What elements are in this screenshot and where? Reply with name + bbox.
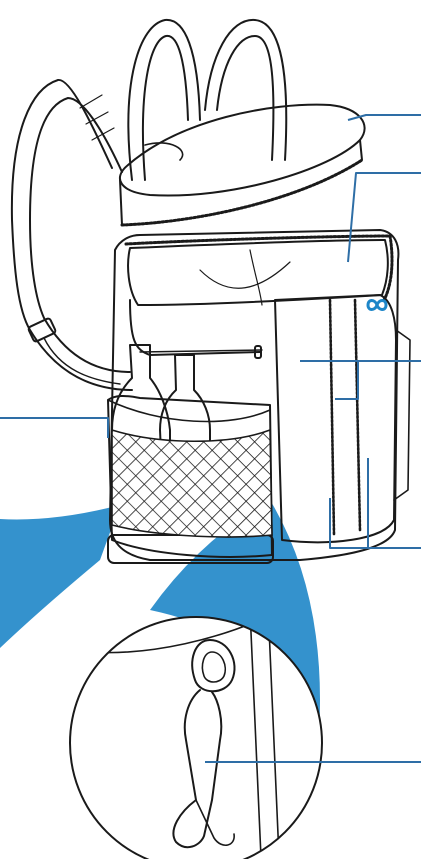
mesh-pocket [111, 428, 273, 538]
callout-line-mesh-pocket [0, 417, 109, 438]
lid-zipper [120, 158, 364, 227]
back-strap-left-inner [142, 34, 189, 181]
front-zip-pull [254, 345, 262, 359]
mesh-detail-beam [0, 505, 120, 648]
side-mesh-right [393, 329, 411, 501]
inset-hook-gate [195, 799, 235, 846]
callout-line-main-compartment [347, 172, 421, 263]
callout-line-lid [347, 114, 421, 121]
front-zip-line [139, 349, 263, 353]
inset-hook-body [172, 689, 223, 849]
strap-webbing [43, 337, 121, 385]
lid-side [119, 139, 363, 226]
opening-zipper-right [382, 234, 394, 302]
mesh-pocket-outline [107, 394, 273, 558]
inset-panel-edge [249, 617, 281, 859]
hook-detail-inset [69, 616, 323, 859]
strap-buckle [27, 317, 57, 343]
front-shoulder-strap [10, 79, 133, 391]
strap-stitch [79, 94, 115, 141]
main-body [109, 229, 400, 561]
inset-hook-ring [191, 639, 236, 693]
lid-top [118, 103, 366, 197]
callout-line-zippers [329, 458, 421, 549]
back-strap-right [204, 18, 288, 161]
back-strap-right-inner [216, 35, 275, 161]
callout-line-front-pocket [300, 360, 421, 400]
front-panel-zipper-left [328, 298, 336, 537]
infinity-logo-icon [366, 299, 388, 311]
inset-hook-ring-inner [201, 651, 227, 683]
front-panel-zipper-right [353, 298, 362, 532]
lid-handle [144, 142, 184, 161]
back-strap-left [127, 18, 201, 181]
liner-seams [199, 249, 291, 306]
front-shoulder-strap-inner [29, 97, 131, 373]
front-panel [274, 294, 397, 544]
opening-zipper [124, 234, 392, 246]
mesh-pocket-rim [107, 399, 271, 423]
